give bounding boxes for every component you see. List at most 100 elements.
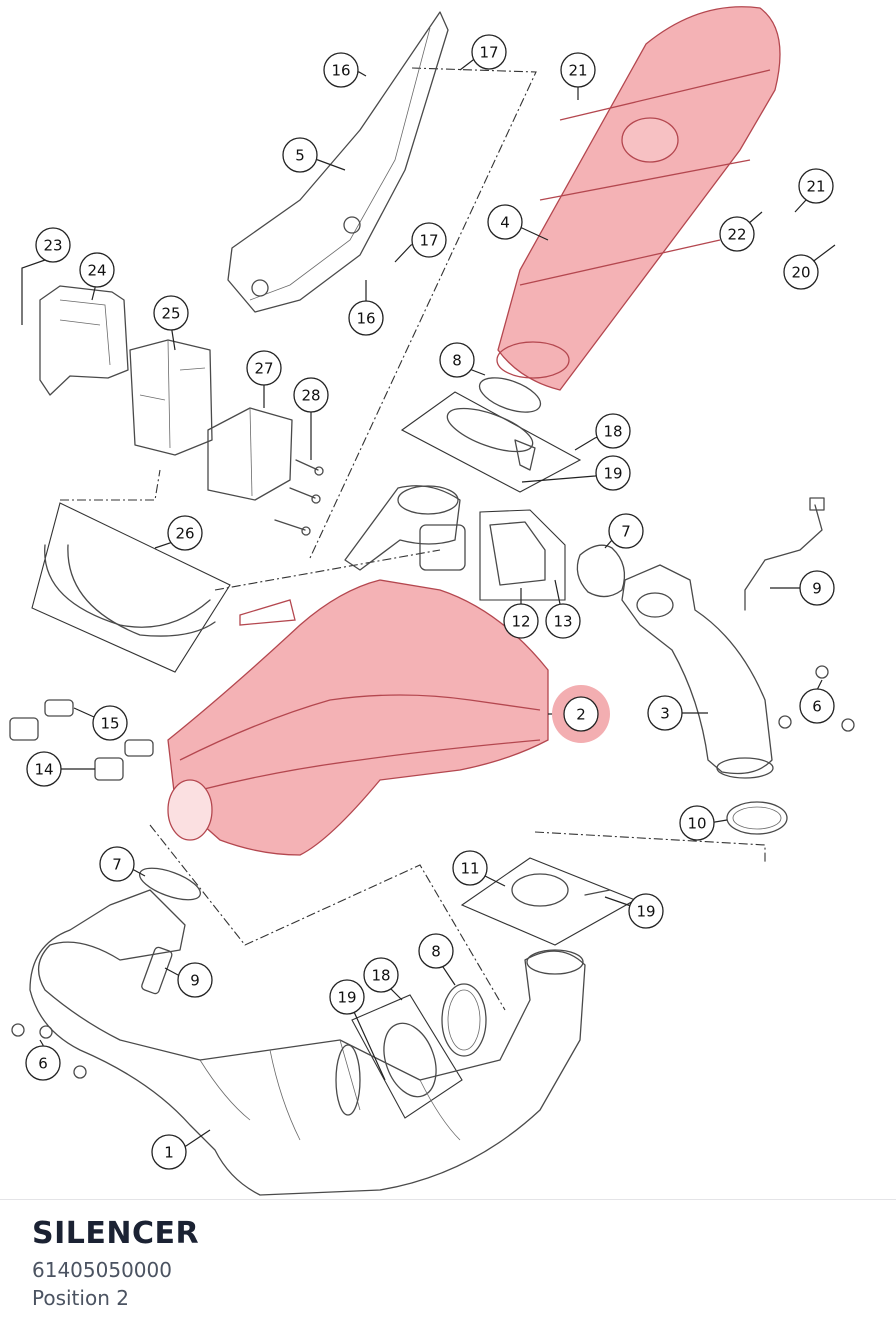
callout-19[interactable]: 19	[628, 893, 664, 929]
nuts-part-6-right[interactable]	[778, 665, 855, 732]
bowden-cables-part-26[interactable]	[31, 502, 231, 673]
callout-ring	[503, 603, 539, 639]
callout-ring	[647, 695, 683, 731]
callout-2[interactable]: 2	[552, 685, 610, 743]
callout-number: 1	[164, 1144, 174, 1162]
leader-line-17	[459, 59, 475, 71]
callout-9[interactable]: 9	[799, 570, 835, 606]
gasket-part-7-right[interactable]	[576, 544, 626, 598]
callout-15[interactable]: 15	[92, 705, 128, 741]
callout-number: 2	[576, 706, 586, 724]
callout-ring	[293, 377, 329, 413]
callout-number: 8	[452, 352, 462, 370]
callout-14[interactable]: 14	[26, 751, 62, 787]
callout-ring	[439, 342, 475, 378]
callout-6[interactable]: 6	[25, 1045, 61, 1081]
gasket-part-10[interactable]	[726, 801, 788, 835]
manifold-part-1[interactable]	[29, 889, 586, 1196]
callout-11[interactable]: 11	[452, 850, 488, 886]
callout-6[interactable]: 6	[799, 688, 835, 724]
callout-3[interactable]: 3	[647, 695, 683, 731]
callout-17[interactable]: 17	[471, 34, 507, 70]
header-pipe-part-3[interactable]	[621, 564, 774, 779]
callout-19[interactable]: 19	[329, 979, 365, 1015]
callout-ring	[411, 222, 447, 258]
gasket-part-8-lower[interactable]	[441, 983, 487, 1057]
callout-number: 18	[603, 423, 622, 441]
sleeves-part-15[interactable]	[44, 699, 154, 757]
callout-28[interactable]: 28	[293, 377, 329, 413]
callout-5[interactable]: 5	[282, 137, 318, 173]
leader-line-19	[353, 1012, 386, 1081]
callout-16[interactable]: 16	[348, 300, 384, 336]
callout-number: 6	[812, 698, 822, 716]
clamp-box-part-18-lower[interactable]	[351, 994, 463, 1119]
callout-ring	[25, 1045, 61, 1081]
callout-number: 7	[112, 856, 122, 874]
callout-ring	[323, 52, 359, 88]
leader-line-16	[357, 71, 367, 77]
callout-27[interactable]: 27	[246, 350, 282, 386]
part-info-footer: SILENCER 61405050000 Position 2	[32, 1212, 199, 1312]
clamp-box-part-11[interactable]	[460, 857, 637, 946]
callout-7[interactable]: 7	[608, 513, 644, 549]
actuator-cover-part-24[interactable]	[39, 285, 129, 396]
connector-pipe[interactable]	[344, 485, 466, 571]
callout-19[interactable]: 19	[595, 455, 631, 491]
callout-21[interactable]: 21	[560, 52, 596, 88]
callout-ring	[167, 515, 203, 551]
callout-8[interactable]: 8	[439, 342, 475, 378]
callout-7[interactable]: 7	[99, 846, 135, 882]
callout-17[interactable]: 17	[411, 222, 447, 258]
callout-1[interactable]: 1	[151, 1134, 187, 1170]
silencer-part-2[interactable]	[167, 579, 549, 856]
callout-10[interactable]: 10	[679, 805, 715, 841]
callout-ring	[679, 805, 715, 841]
callout-ring	[329, 979, 365, 1015]
callout-21[interactable]: 21	[798, 168, 834, 204]
actuator-part-25[interactable]	[129, 339, 213, 456]
gasket-part-7-left[interactable]	[136, 862, 204, 906]
callout-ring	[26, 751, 62, 787]
callout-18[interactable]: 18	[363, 957, 399, 993]
callout-12[interactable]: 12	[503, 603, 539, 639]
callout-18[interactable]: 18	[595, 413, 631, 449]
callout-ring	[783, 254, 819, 290]
heat-shield-part-5[interactable]	[227, 11, 449, 313]
callout-ring	[348, 300, 384, 336]
callout-ring	[363, 957, 399, 993]
callout-26[interactable]: 26	[167, 515, 203, 551]
callout-number: 19	[337, 989, 356, 1007]
callout-number: 24	[87, 262, 106, 280]
callout-ring	[246, 350, 282, 386]
lambda-sensor-part-9-left[interactable]	[141, 946, 173, 995]
callout-22[interactable]: 22	[719, 216, 755, 252]
clamp-box-part-18-upper[interactable]	[400, 391, 582, 493]
callout-4[interactable]: 4	[487, 204, 523, 240]
bracket-part-12[interactable]	[479, 509, 566, 601]
gasket-part-8-upper[interactable]	[475, 371, 545, 419]
callout-13[interactable]: 13	[545, 603, 581, 639]
callout-ring	[563, 696, 599, 732]
callout-number: 9	[190, 972, 200, 990]
callout-number: 15	[100, 715, 119, 733]
callout-20[interactable]: 20	[783, 254, 819, 290]
callout-number: 28	[301, 387, 320, 405]
nuts-part-6-left[interactable]	[11, 1023, 87, 1079]
actuator-bracket-part-27[interactable]	[207, 407, 293, 501]
callout-ring	[153, 295, 189, 331]
rear-muffler-part-4[interactable]	[496, 6, 781, 391]
leader-line-25	[171, 329, 176, 351]
callout-ring	[595, 455, 631, 491]
lambda-sensor-part-9-right[interactable]	[744, 497, 825, 611]
callout-ring	[719, 216, 755, 252]
callout-23[interactable]: 23	[35, 227, 71, 263]
callout-24[interactable]: 24	[79, 252, 115, 288]
callout-8[interactable]: 8	[418, 933, 454, 969]
bolts-part-28[interactable]	[274, 459, 324, 536]
callout-16[interactable]: 16	[323, 52, 359, 88]
leader-line-10	[713, 819, 728, 823]
callout-25[interactable]: 25	[153, 295, 189, 331]
leader-line-19	[521, 475, 597, 483]
callout-9[interactable]: 9	[177, 962, 213, 998]
